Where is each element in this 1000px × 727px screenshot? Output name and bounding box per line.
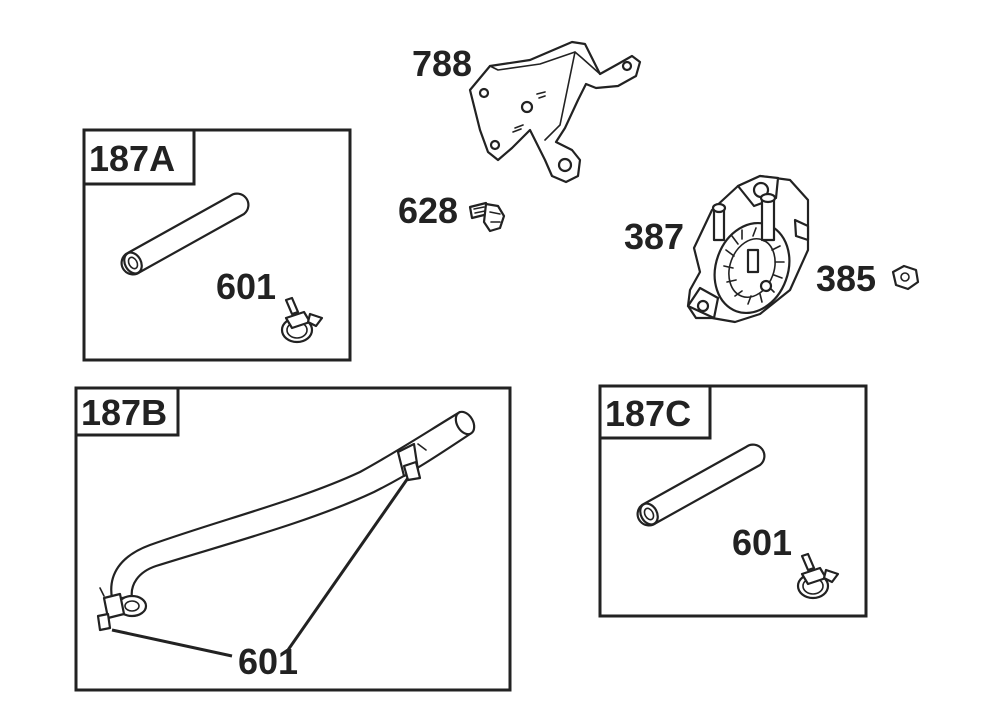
- kit-c-clamp-callout: 601: [732, 522, 792, 563]
- leader-line-lower: [111, 628, 233, 658]
- bracket-part: [468, 40, 642, 184]
- kit-b-clamp-callout: 601: [238, 641, 298, 682]
- hose-clamp-part: [280, 296, 324, 344]
- hose-clamp-part: [796, 552, 840, 600]
- screw-callout: 628: [398, 190, 458, 231]
- kit-a-label: 187A: [89, 138, 175, 179]
- kit-b-label: 187B: [81, 392, 167, 433]
- kit-a-box: 187A 601: [82, 128, 352, 362]
- leader-line-upper: [286, 477, 410, 651]
- fuel-pump-part: [686, 174, 810, 324]
- nut-callout: 385: [816, 258, 876, 299]
- formed-fuel-hose-part: [110, 410, 476, 618]
- kit-c-box: 187C 601: [598, 384, 868, 618]
- kit-a-clamp-callout: 601: [216, 266, 276, 307]
- nut-part: [891, 264, 920, 291]
- hose-clamp-lower-part: [96, 587, 126, 632]
- fuel-hose-part: [120, 192, 250, 276]
- fuel-pump-callout: 387: [624, 216, 684, 257]
- screw-part: [468, 201, 506, 233]
- kit-c-label: 187C: [605, 393, 691, 434]
- hose-clamp-upper-part: [396, 442, 427, 482]
- bracket-callout: 788: [412, 43, 472, 84]
- fuel-hose-part: [636, 443, 766, 527]
- kit-b-box: 187B 601: [74, 386, 512, 692]
